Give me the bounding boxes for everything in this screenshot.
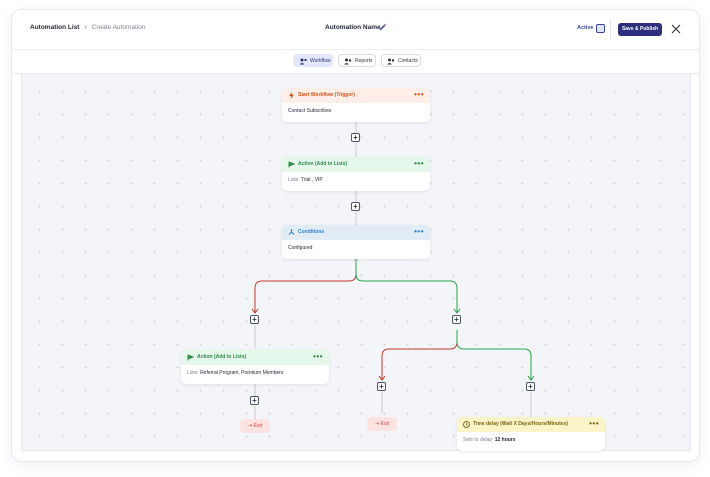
- flag-icon: [288, 161, 295, 168]
- add-step-button[interactable]: +: [526, 382, 535, 391]
- node-body: Sets to delay: 12 hours: [457, 432, 605, 443]
- node-title: Action (Add to Lists): [298, 161, 348, 167]
- clock-icon: [463, 421, 470, 428]
- node-title: Action (Add to Lists): [197, 354, 247, 360]
- node-header: Start Workflow (Trigger) •••: [282, 88, 430, 103]
- workflow-icon: [299, 58, 307, 65]
- breadcrumb: Automation List › Create Automation: [30, 24, 145, 31]
- action-add-to-lists-node[interactable]: Action (Add to Lists) ••• Lists: Referra…: [181, 350, 329, 384]
- exit-badge[interactable]: ⇥ Exit: [367, 417, 397, 431]
- node-body: Contact Subscribes: [288, 108, 332, 114]
- lightning-icon: [289, 92, 294, 99]
- more-options-icon[interactable]: •••: [414, 159, 424, 168]
- add-step-button[interactable]: +: [351, 202, 360, 211]
- flag-icon: [187, 354, 194, 361]
- tab-workflow[interactable]: Workflow: [293, 54, 333, 67]
- status-label: Active: [577, 25, 594, 31]
- view-tabs: Workflow Reports Contacts: [12, 50, 699, 74]
- breadcrumb-separator: ›: [84, 24, 87, 31]
- connector-lines: [251, 122, 535, 419]
- node-header: Action (Add to Lists) •••: [181, 350, 329, 365]
- action-add-to-lists-node[interactable]: Action (Add to Lists) ••• Lists: Trial ,…: [282, 157, 430, 191]
- delay-key: Sets to delay:: [463, 437, 494, 443]
- exit-badge[interactable]: ⇥ Exit: [240, 419, 270, 433]
- reports-icon: [344, 58, 352, 65]
- edit-pencil-icon[interactable]: [378, 23, 387, 32]
- time-delay-node[interactable]: Time delay (Wait X Days/Hours/Minutes) •…: [457, 417, 605, 451]
- tab-contacts[interactable]: Contacts: [381, 54, 421, 67]
- node-title: Conditions: [298, 229, 325, 235]
- more-options-icon[interactable]: •••: [589, 419, 599, 428]
- breadcrumb-current: Create Automation: [91, 24, 146, 31]
- node-body: Lists: Referral Program, Premium Members: [181, 365, 329, 376]
- add-step-button[interactable]: +: [377, 382, 386, 391]
- delay-value: 12 hours: [494, 437, 516, 443]
- node-title: Start Workflow (Trigger): [298, 92, 355, 98]
- lists-value: Trial , VIP: [300, 177, 323, 183]
- lists-value: Referral Program, Premium Members: [200, 370, 284, 376]
- node-body: Configured: [288, 245, 313, 251]
- node-title: Time delay (Wait X Days/Hours/Minutes): [473, 421, 569, 427]
- tab-label: Workflow: [310, 58, 331, 64]
- exit-icon: ⇥: [248, 423, 254, 429]
- add-step-button-no-branch[interactable]: +: [250, 315, 259, 324]
- node-header: Conditions •••: [282, 225, 430, 240]
- lists-key: Lists:: [288, 177, 300, 183]
- contacts-icon: [387, 58, 395, 65]
- exit-label: Exit: [253, 423, 262, 429]
- close-icon[interactable]: [671, 24, 681, 34]
- node-header: Time delay (Wait X Days/Hours/Minutes) •…: [457, 417, 605, 432]
- breadcrumb-automation-list[interactable]: Automation List: [30, 24, 80, 31]
- add-step-button[interactable]: +: [351, 133, 360, 142]
- more-options-icon[interactable]: •••: [414, 227, 424, 236]
- more-options-icon[interactable]: •••: [313, 352, 323, 361]
- lists-key: Lists:: [187, 370, 199, 376]
- top-bar: Automation List › Create Automation Automa…: [12, 10, 699, 50]
- tab-label: Reports: [355, 58, 373, 64]
- active-toggle-checkbox[interactable]: [596, 24, 605, 33]
- add-step-button[interactable]: +: [250, 396, 259, 405]
- add-step-button-yes-branch[interactable]: +: [452, 315, 461, 324]
- automation-name-title: Automation Name: [325, 24, 381, 31]
- exit-label: Exit: [380, 421, 389, 427]
- branch-icon: [288, 229, 295, 235]
- tab-reports[interactable]: Reports: [338, 54, 376, 67]
- exit-icon: ⇥: [375, 421, 381, 427]
- tab-label: Contacts: [398, 58, 418, 64]
- node-header: Action (Add to Lists) •••: [282, 157, 430, 172]
- save-publish-button[interactable]: Save & Publish: [618, 23, 662, 36]
- trigger-node[interactable]: Start Workflow (Trigger) ••• Contact Sub…: [282, 88, 430, 122]
- workflow-canvas[interactable]: Start Workflow (Trigger) ••• Contact Sub…: [21, 74, 691, 451]
- node-body: Lists: Trial , VIP: [282, 172, 430, 183]
- app-window: Automation List › Create Automation Automa…: [11, 9, 700, 462]
- conditions-node[interactable]: Conditions ••• Configured: [282, 225, 430, 259]
- more-options-icon[interactable]: •••: [414, 90, 424, 99]
- divider: [610, 21, 611, 39]
